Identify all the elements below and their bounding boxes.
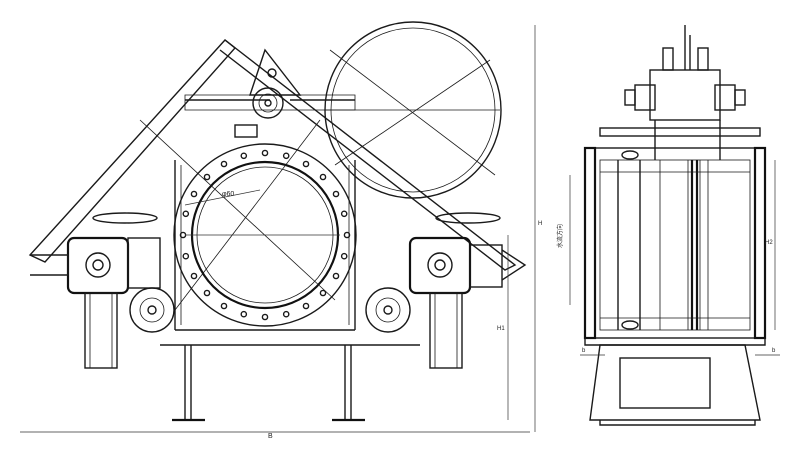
bolt-hole <box>203 173 211 181</box>
dim-overall-width: B <box>268 433 273 440</box>
left-actuator <box>30 212 161 369</box>
bolt-hole <box>190 272 198 280</box>
side-base <box>584 338 766 426</box>
dimensions-front: B H H1 φ60 <box>20 25 542 440</box>
bolt-hole <box>182 210 190 218</box>
bolt-hole <box>240 152 248 160</box>
stem-assembly <box>599 25 761 160</box>
dim-total-height: H <box>538 221 542 227</box>
bolt-hole <box>319 289 327 297</box>
side-view: 水流方向 H2 b b <box>556 25 780 426</box>
dim-side-height: H2 <box>765 240 773 246</box>
dimensions-side: 水流方向 H2 b b <box>556 160 780 356</box>
bolt-hole <box>203 289 211 297</box>
bolt-hole <box>261 149 269 157</box>
bolt-hole <box>190 190 198 198</box>
bolt-hole <box>340 210 348 218</box>
dim-axis-height: H1 <box>497 326 505 332</box>
bolt-hole <box>319 173 327 181</box>
front-view: B H H1 φ60 <box>20 21 542 440</box>
bolt-holes <box>179 149 351 321</box>
bolt-hole <box>240 310 248 318</box>
valve-side-body <box>583 146 767 340</box>
bolt-hole <box>332 272 340 280</box>
bolt-hole <box>282 152 290 160</box>
dim-flange-b-left: b <box>582 348 586 354</box>
right-actuator <box>408 212 527 369</box>
flow-direction-label: 水流方向 <box>556 224 564 248</box>
valve-body <box>160 143 420 346</box>
bolt-hole <box>302 302 310 310</box>
bolt-hole <box>220 302 228 310</box>
bolt-hole <box>343 231 351 239</box>
bolt-hole <box>340 252 348 260</box>
bolt-hole <box>261 313 269 321</box>
radius-label: φ60 <box>222 191 234 198</box>
bolt-hole <box>302 160 310 168</box>
left-coupling <box>129 287 175 333</box>
right-coupling <box>365 287 411 333</box>
lever-frame <box>28 39 517 311</box>
bolt-hole <box>220 160 228 168</box>
bolt-hole <box>332 190 340 198</box>
bolt-hole <box>182 252 190 260</box>
bolt-hole <box>282 310 290 318</box>
support-legs <box>172 345 365 422</box>
dim-flange-b-right: b <box>772 348 776 354</box>
